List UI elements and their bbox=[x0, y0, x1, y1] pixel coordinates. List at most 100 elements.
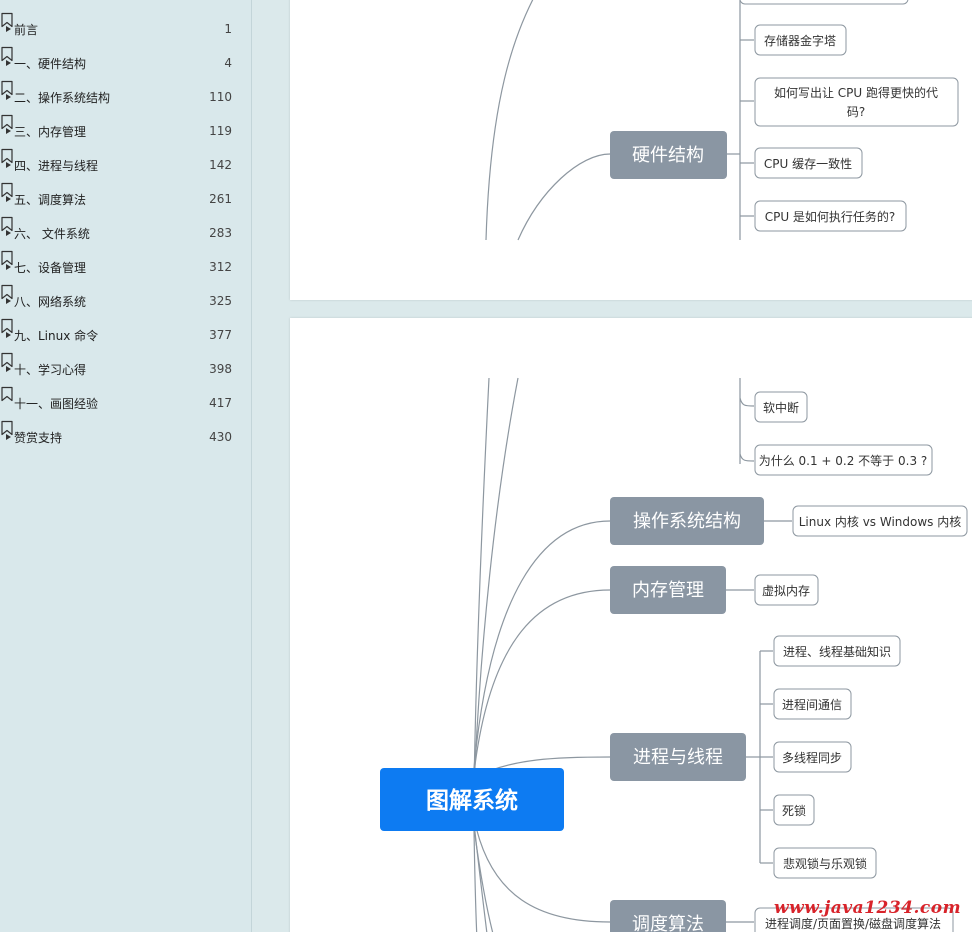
pdf-page-1: 硬件结构 存储器金字塔 如何写出让 CPU 跑得更快的代 码? CPU 缓存一致… bbox=[290, 0, 972, 300]
leaf-linux-vs-windows: Linux 内核 vs Windows 内核 bbox=[799, 515, 962, 529]
bookmark-page-number: 417 bbox=[209, 396, 232, 410]
leaf-virtual-memory: 虚拟内存 bbox=[762, 584, 810, 598]
expand-arrow-icon[interactable] bbox=[6, 128, 11, 134]
bookmark-item[interactable]: 三、内存管理 119 bbox=[0, 114, 251, 148]
expand-arrow-icon[interactable] bbox=[6, 298, 11, 304]
connector-line bbox=[517, 153, 611, 241]
leaf-fast-code-line1: 如何写出让 CPU 跑得更快的代 bbox=[774, 85, 938, 100]
connector-line bbox=[473, 589, 611, 774]
bookmark-page-number: 110 bbox=[209, 90, 232, 104]
bookmark-item[interactable]: 五、调度算法 261 bbox=[0, 182, 251, 216]
bookmark-label: 八、网络系统 bbox=[14, 294, 87, 309]
bookmark-page-number: 119 bbox=[209, 124, 232, 138]
node-root bbox=[380, 768, 564, 831]
bookmark-page-number: 398 bbox=[209, 362, 232, 376]
expand-arrow-icon[interactable] bbox=[6, 332, 11, 338]
connector-line bbox=[473, 829, 478, 932]
node-scheduling bbox=[610, 900, 726, 932]
leaf-locks: 悲观锁与乐观锁 bbox=[783, 856, 867, 871]
node-process-thread-label: 进程与线程 bbox=[633, 747, 723, 768]
leaf-scheduling-algorithms: 进程调度/页面置换/磁盘调度算法 bbox=[765, 916, 941, 931]
expand-arrow-icon[interactable] bbox=[6, 94, 11, 100]
bookmark-item[interactable]: 九、Linux 命令 377 bbox=[0, 318, 251, 352]
node-hardware-label: 硬件结构 bbox=[632, 145, 704, 166]
bookmark-icon bbox=[1, 420, 13, 436]
bookmark-icon bbox=[1, 250, 13, 266]
bookmark-label: 九、Linux 命令 bbox=[14, 328, 99, 343]
leaf-ipc: 进程间通信 bbox=[782, 697, 842, 712]
bookmark-icon bbox=[1, 216, 13, 232]
bookmark-label: 一、硬件结构 bbox=[14, 56, 87, 71]
bookmark-label: 七、设备管理 bbox=[14, 260, 87, 275]
bookmark-icon bbox=[1, 284, 13, 300]
connector-line bbox=[473, 520, 611, 769]
bookmark-item[interactable]: 赞赏支持 430 bbox=[0, 420, 251, 454]
bookmark-item[interactable]: 二、操作系统结构 110 bbox=[0, 80, 251, 114]
bookmark-label: 四、进程与线程 bbox=[14, 158, 99, 173]
leaf-storage-pyramid: 存储器金字塔 bbox=[764, 33, 836, 48]
expand-arrow-icon[interactable] bbox=[6, 230, 11, 236]
bookmark-icon bbox=[1, 12, 13, 28]
leaf-process-basics: 进程、线程基础知识 bbox=[783, 644, 891, 659]
node-os-structure-label: 操作系统结构 bbox=[633, 511, 741, 532]
bookmark-label: 五、调度算法 bbox=[14, 192, 87, 207]
bookmark-icon bbox=[1, 182, 13, 198]
node-memory bbox=[610, 566, 726, 614]
node-hardware bbox=[610, 131, 727, 179]
pdf-page-2: 软中断 为什么 0.1 + 0.2 不等于 0.3 ? 操作系统结构 Linux… bbox=[290, 318, 972, 932]
leaf-cache-coherence: CPU 缓存一致性 bbox=[764, 157, 852, 171]
bookmark-label: 二、操作系统结构 bbox=[14, 90, 111, 105]
expand-arrow-icon[interactable] bbox=[6, 196, 11, 202]
leaf-float-precision: 为什么 0.1 + 0.2 不等于 0.3 ? bbox=[759, 454, 928, 468]
bookmark-item[interactable]: 一、硬件结构 4 bbox=[0, 46, 251, 80]
bookmark-icon bbox=[1, 148, 13, 164]
bookmark-label: 十、学习心得 bbox=[14, 362, 87, 377]
bookmark-page-number: 325 bbox=[209, 294, 232, 308]
bookmark-label: 三、内存管理 bbox=[14, 124, 87, 139]
bookmark-label: 赞赏支持 bbox=[14, 430, 63, 445]
connector-line bbox=[473, 377, 519, 789]
watermark: www.java1234.com bbox=[774, 898, 962, 918]
bookmark-icon bbox=[1, 386, 13, 402]
bookmark-icon bbox=[1, 352, 13, 368]
connector-line bbox=[473, 817, 611, 923]
bookmark-icon bbox=[1, 46, 13, 62]
expand-arrow-icon[interactable] bbox=[6, 60, 11, 66]
bookmark-item[interactable]: 四、进程与线程 142 bbox=[0, 148, 251, 182]
node-memory-label: 内存管理 bbox=[632, 580, 704, 601]
document-view[interactable]: 硬件结构 存储器金字塔 如何写出让 CPU 跑得更快的代 码? CPU 缓存一致… bbox=[252, 0, 972, 932]
bookmark-icon bbox=[1, 318, 13, 334]
leaf-cpu-task: CPU 是如何执行任务的? bbox=[765, 209, 896, 224]
leaf-fast-code-line2: 码? bbox=[847, 105, 865, 119]
bookmark-label: 前言 bbox=[14, 22, 39, 37]
bookmark-item[interactable]: 十一、画图经验 417 bbox=[0, 386, 251, 420]
bookmark-item[interactable]: 八、网络系统 325 bbox=[0, 284, 251, 318]
connector-line bbox=[739, 397, 755, 407]
bookmark-page-number: 261 bbox=[209, 192, 232, 206]
bookmark-icon bbox=[1, 114, 13, 130]
connector-line bbox=[485, 0, 534, 241]
node-os-structure bbox=[610, 497, 764, 545]
expand-arrow-icon[interactable] bbox=[6, 434, 11, 440]
node-root-label: 图解系统 bbox=[426, 787, 518, 814]
expand-arrow-icon[interactable] bbox=[6, 264, 11, 270]
bookmark-page-number: 430 bbox=[209, 430, 232, 444]
leaf-soft-interrupt: 软中断 bbox=[763, 400, 799, 415]
expand-arrow-icon[interactable] bbox=[6, 26, 11, 32]
bookmark-page-number: 283 bbox=[209, 226, 232, 240]
expand-arrow-icon[interactable] bbox=[6, 162, 11, 168]
node-process-thread bbox=[610, 733, 746, 781]
connector-line bbox=[739, 453, 755, 462]
bookmark-item[interactable]: 六、 文件系统 283 bbox=[0, 216, 251, 250]
bookmark-page-number: 142 bbox=[209, 158, 232, 172]
bookmark-label: 十一、画图经验 bbox=[14, 396, 99, 411]
expand-arrow-icon[interactable] bbox=[6, 366, 11, 372]
bookmark-page-number: 4 bbox=[224, 56, 232, 70]
bookmark-page-number: 377 bbox=[209, 328, 232, 342]
leaf-deadlock: 死锁 bbox=[782, 803, 806, 818]
bookmark-item[interactable]: 十、学习心得 398 bbox=[0, 352, 251, 386]
bookmark-label: 六、 文件系统 bbox=[14, 226, 90, 241]
